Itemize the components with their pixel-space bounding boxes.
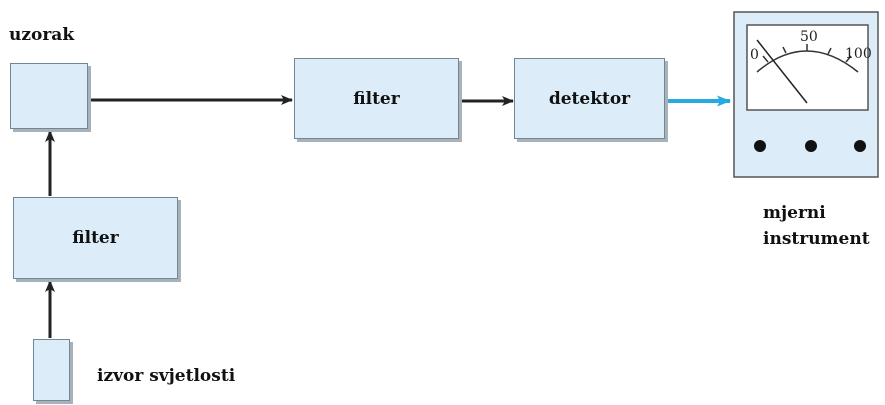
- meter-dial-face: [746, 24, 869, 111]
- meter-tick: [782, 46, 787, 54]
- instrument-label-line1: mjerni: [763, 203, 826, 223]
- meter-terminal: [754, 140, 766, 152]
- meter-tick: [762, 55, 769, 63]
- meter-scale-min: 0: [750, 47, 759, 63]
- meter-scale-mid: 50: [800, 29, 818, 45]
- instrument-label-line2: instrument: [763, 229, 870, 249]
- meter-needle: [756, 39, 808, 104]
- meter-scale-max: 100: [845, 46, 872, 62]
- sample-box: [10, 63, 88, 129]
- meter-tick: [827, 47, 832, 55]
- meter-tick: [845, 55, 852, 63]
- detector-box: detektor: [514, 58, 665, 139]
- light-source-label: izvor svjetlosti: [97, 366, 236, 386]
- meter-terminal: [805, 140, 817, 152]
- filter-box-right: filter: [294, 58, 459, 139]
- sample-label: uzorak: [9, 25, 75, 45]
- filter-box-left: filter: [13, 197, 178, 279]
- meter-terminal: [854, 140, 866, 152]
- measuring-instrument: 0 50 100: [733, 11, 879, 178]
- light-source-box: [33, 339, 70, 401]
